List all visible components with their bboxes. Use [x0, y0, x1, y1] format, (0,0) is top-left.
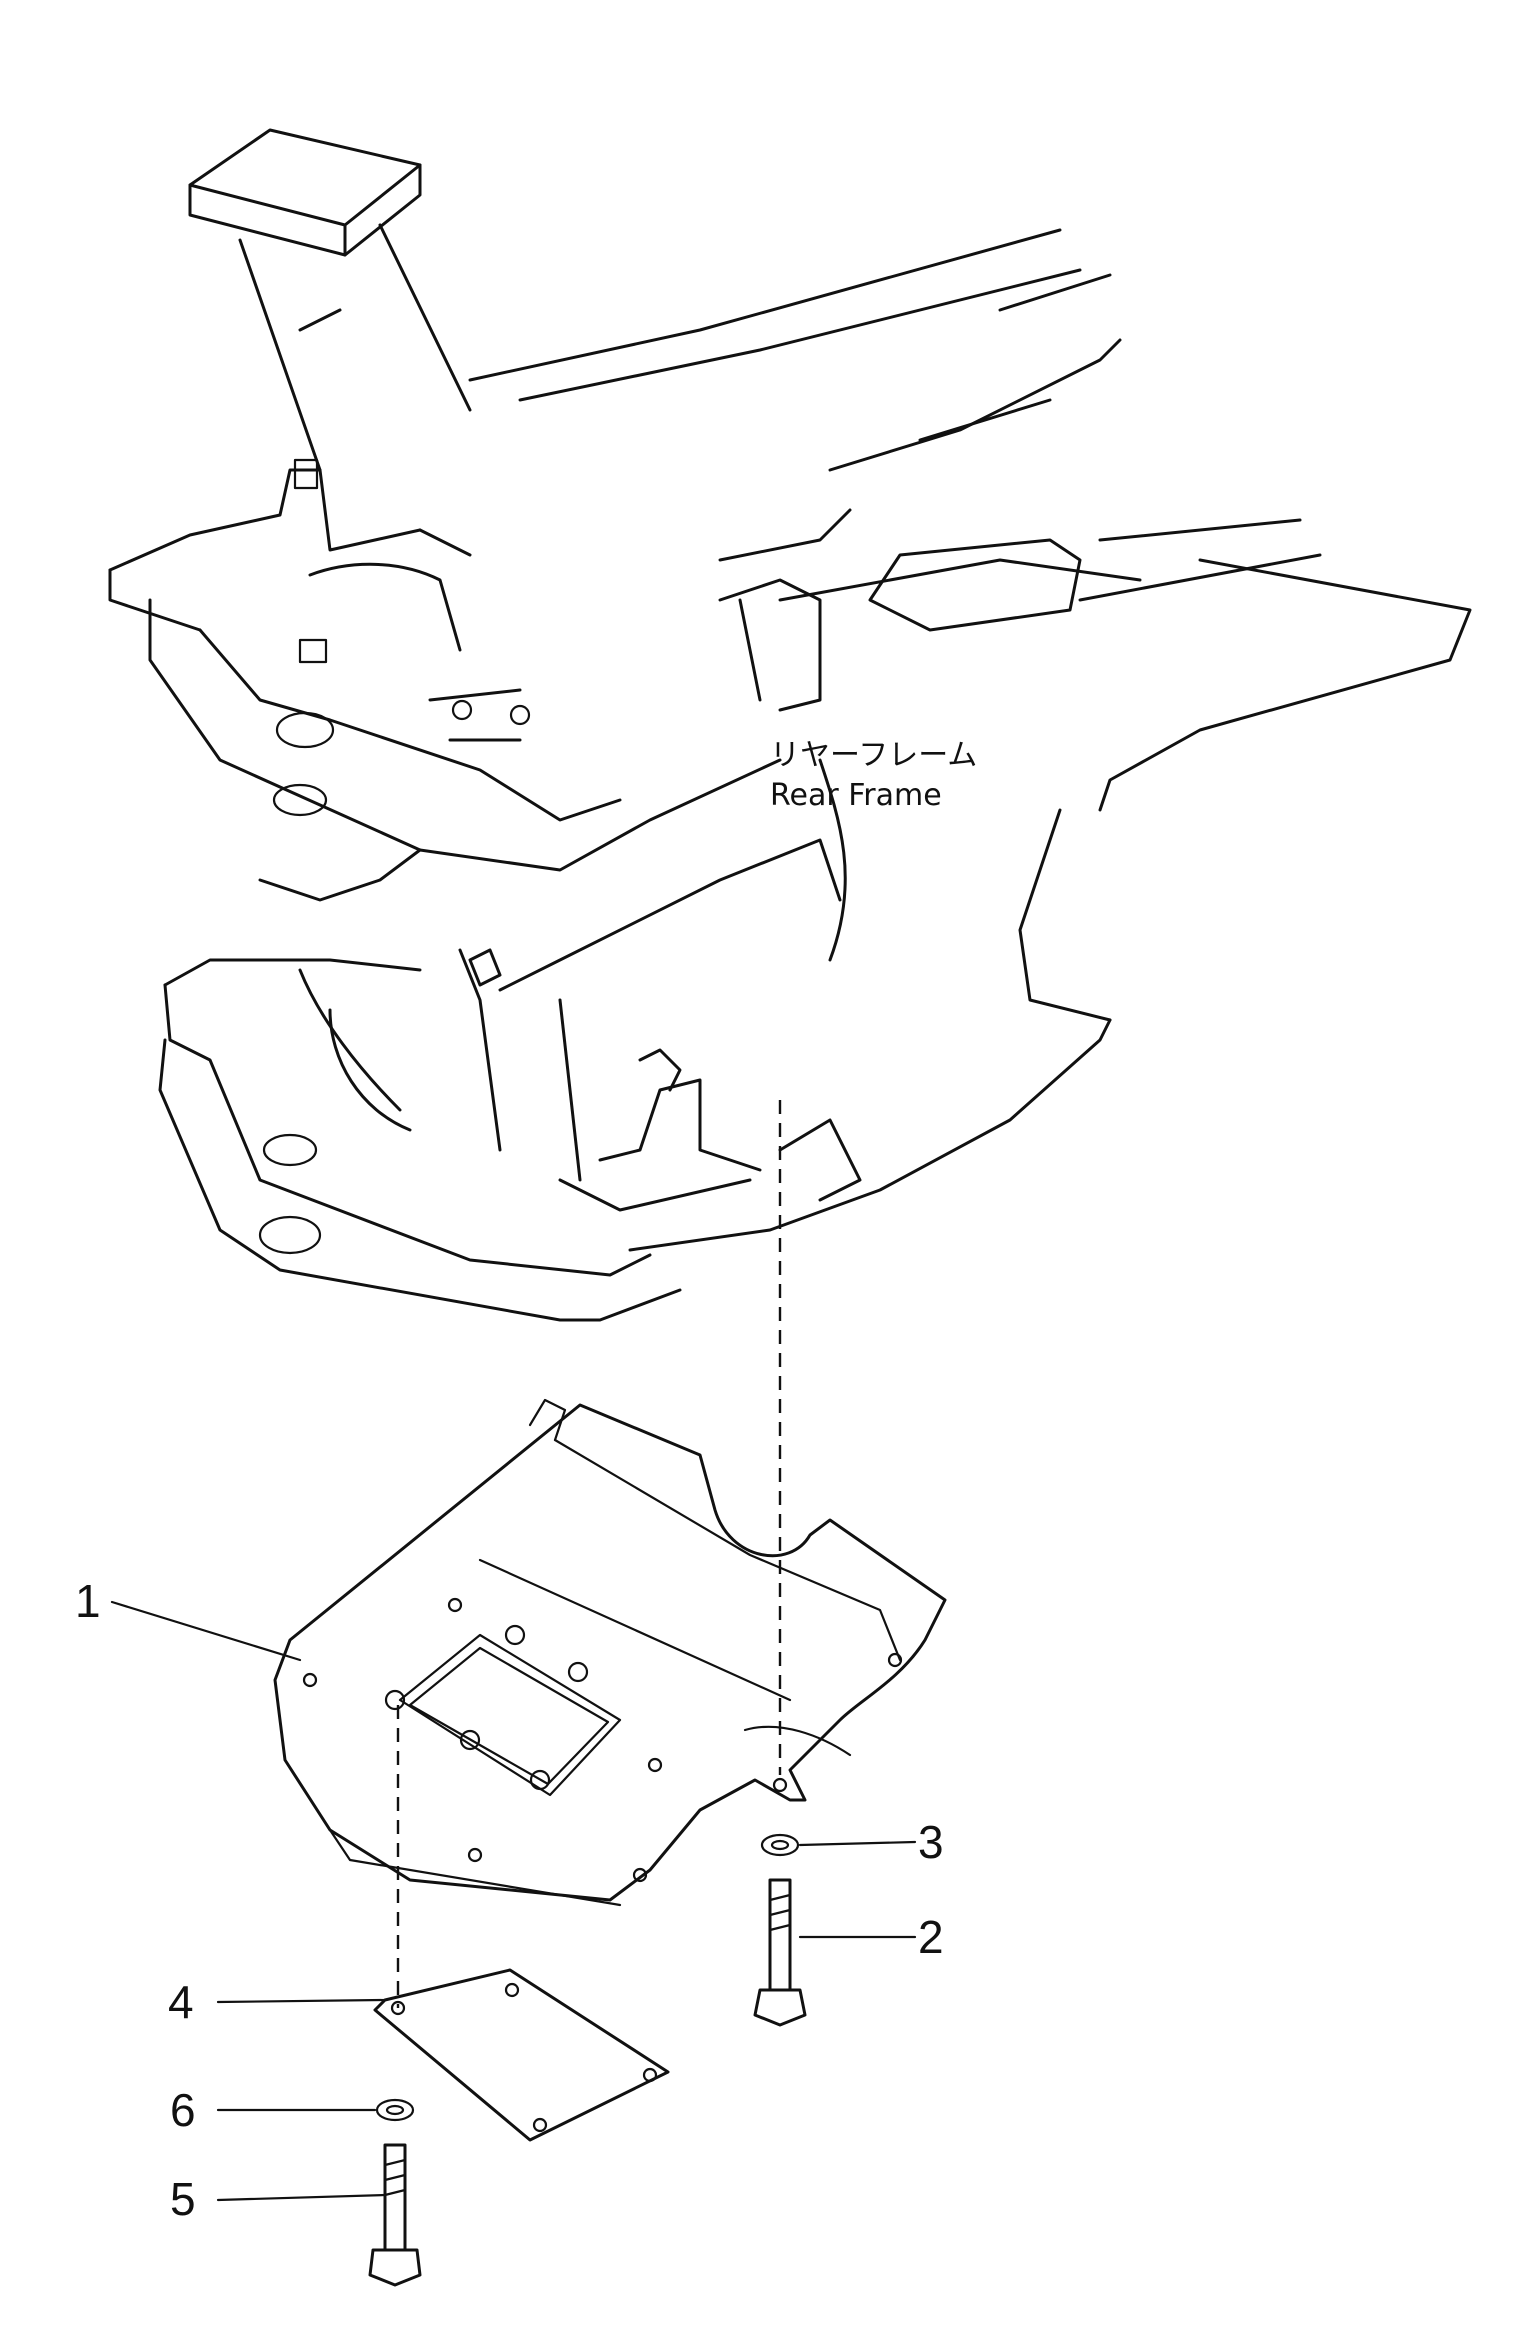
bolt-part-5	[368, 2143, 422, 2287]
washer-part-6	[375, 2098, 415, 2122]
leader-line-4	[216, 1998, 387, 2004]
callouts: 1 2 3 4 5 6	[75, 1575, 944, 2225]
callout-1: 1	[75, 1575, 101, 1627]
callout-2: 2	[918, 1911, 944, 1963]
callout-4: 4	[168, 1976, 194, 2028]
leader-line-5	[216, 2193, 387, 2202]
washer-part-3	[760, 1833, 800, 1857]
bolt-part-2	[753, 1878, 807, 2027]
under-cover	[273, 1398, 947, 1907]
leader-line-3	[798, 1840, 917, 1847]
callout-3: 3	[918, 1816, 944, 1868]
assembly-lines	[396, 1100, 782, 2008]
access-cover	[373, 1968, 670, 2142]
frame-label-english: Rear Frame	[770, 778, 942, 813]
frame-label-japanese: リヤーフレーム	[770, 738, 977, 773]
callout-6: 6	[170, 2084, 196, 2136]
frame-label: リヤーフレーム Rear Frame	[770, 738, 977, 813]
leader-line-1	[110, 1600, 302, 1662]
callout-5: 5	[170, 2173, 196, 2225]
rear-frame	[108, 128, 1472, 1322]
